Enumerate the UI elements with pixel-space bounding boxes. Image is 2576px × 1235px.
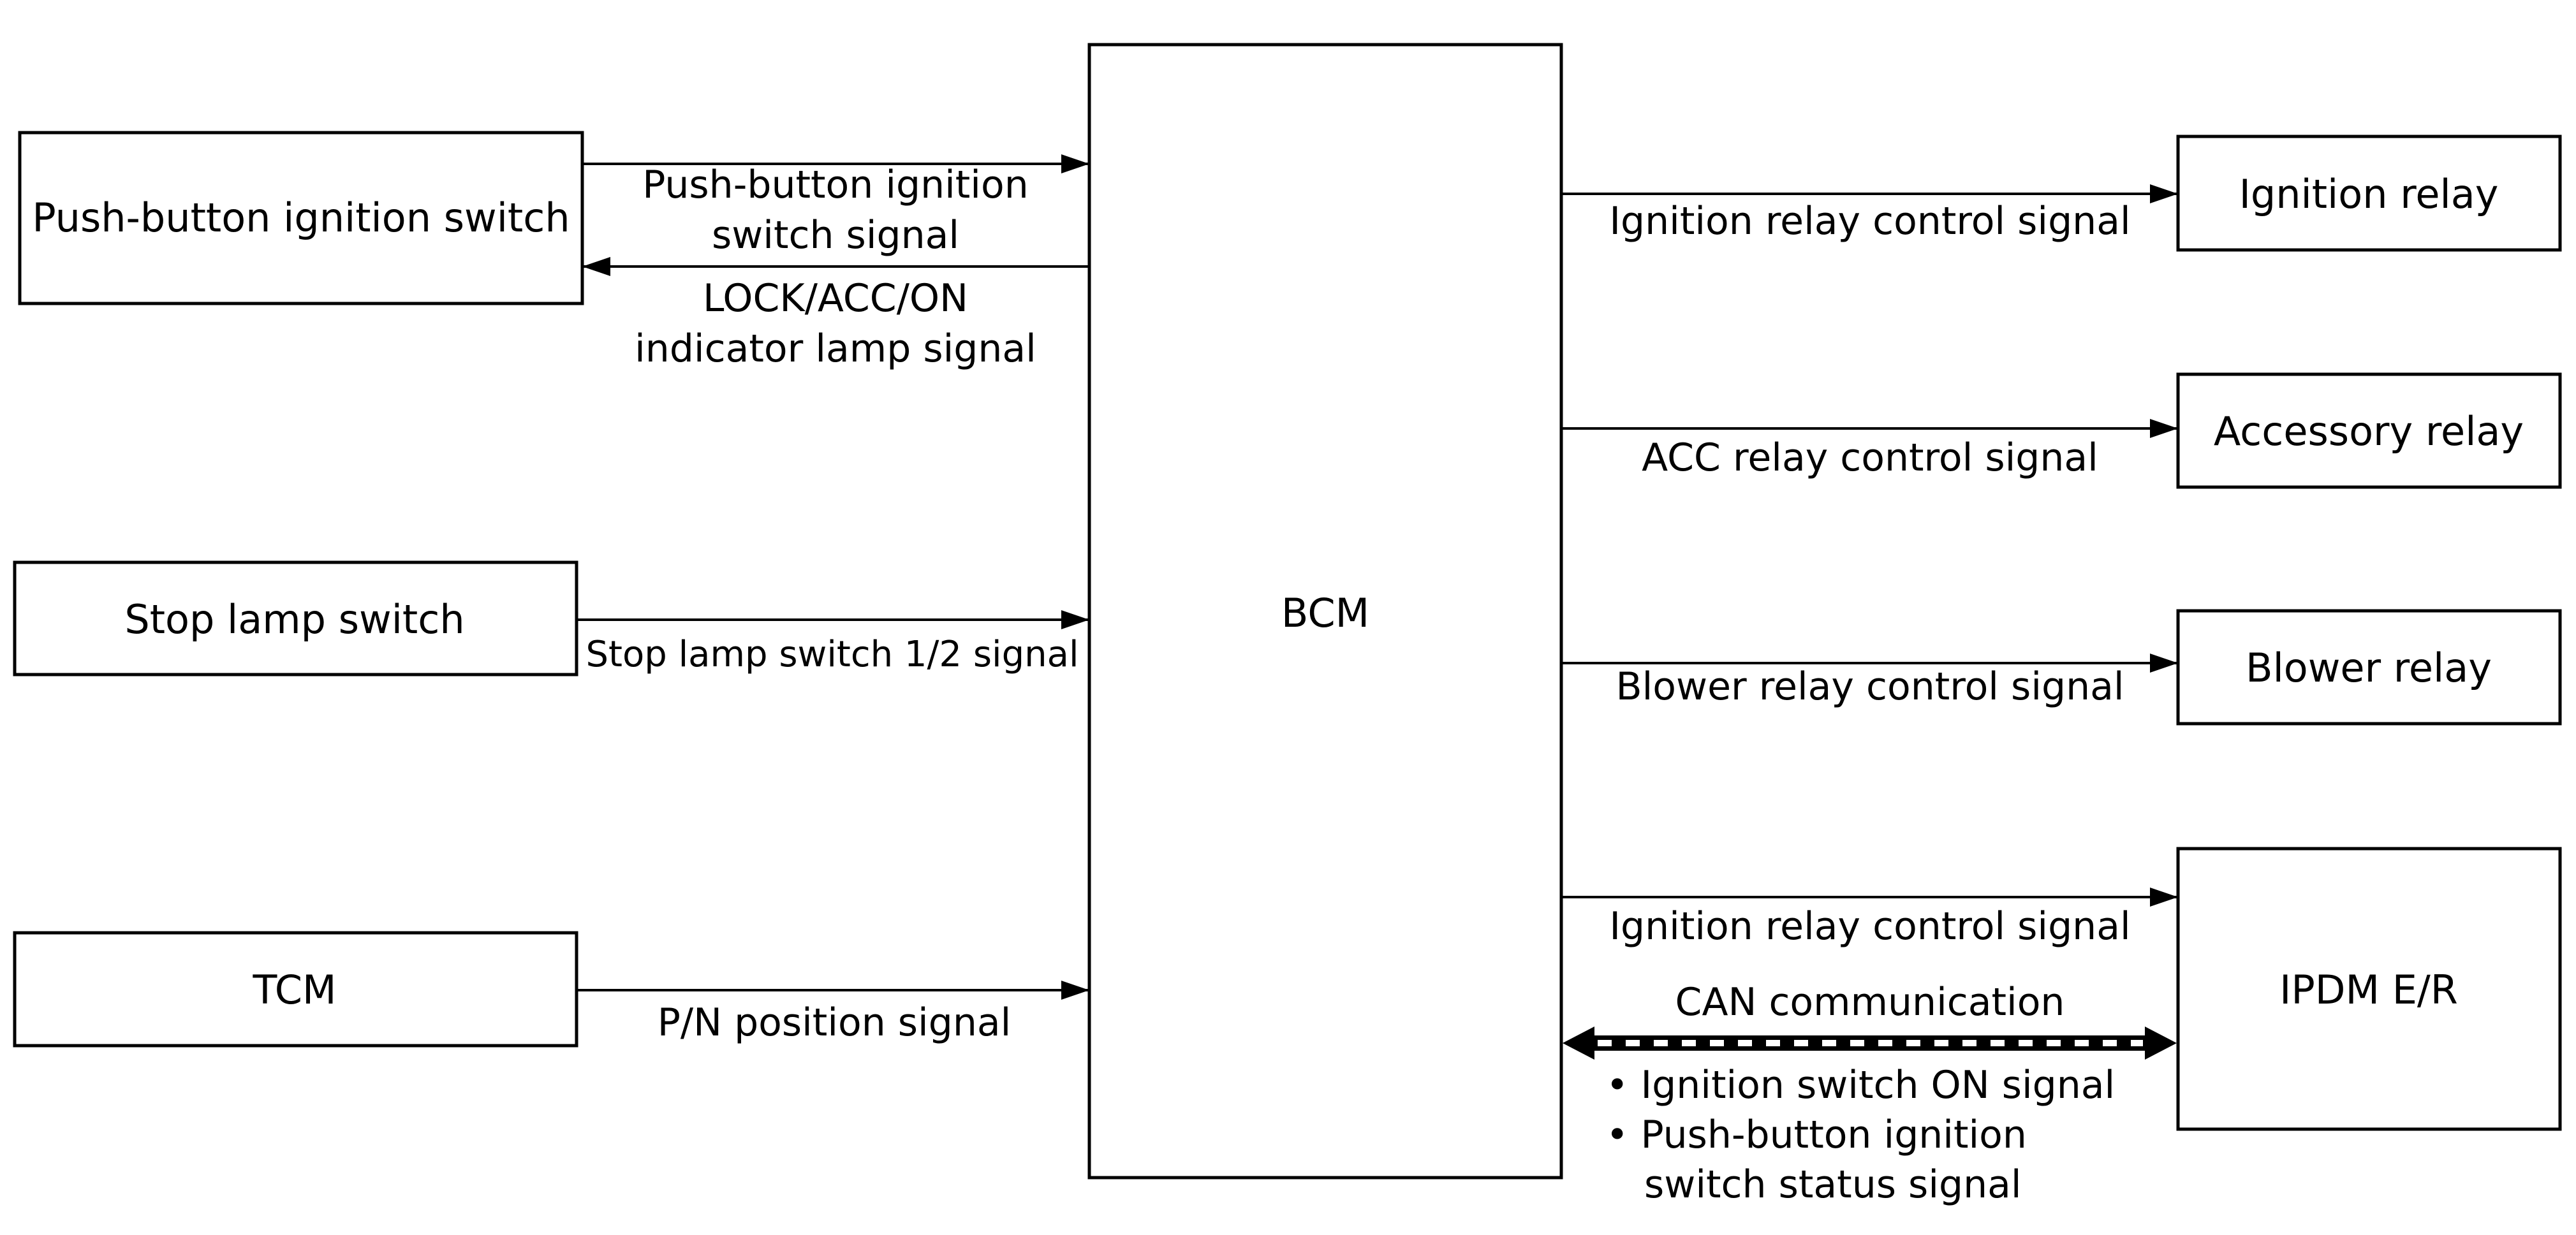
can-communication-label: CAN communication	[1675, 980, 2065, 1025]
indicator-lamp-signal-label-1: LOCK/ACC/ON	[703, 276, 968, 321]
indicator-lamp-signal-label-2: indicator lamp signal	[635, 326, 1036, 371]
push-button-signal-label-2: switch signal	[712, 213, 959, 258]
can-item-push-button-2: switch status signal	[1644, 1162, 2022, 1207]
accessory-relay-block: Accessory relay	[2176, 372, 2562, 489]
push-button-signal-label-1: Push-button ignition	[642, 163, 1028, 207]
bcm-label: BCM	[1281, 590, 1369, 636]
ignition-relay-control-label: Ignition relay control signal	[1609, 199, 2130, 244]
can-item-ignition-on: • Ignition switch ON signal	[1606, 1063, 2115, 1107]
ignition-relay-label: Ignition relay	[2239, 171, 2499, 217]
can-right-arrowhead	[2145, 1027, 2177, 1060]
accessory-relay-label: Accessory relay	[2214, 408, 2524, 455]
blower-relay-block: Blower relay	[2176, 609, 2562, 726]
can-item-push-button-1: • Push-button ignition	[1606, 1113, 2027, 1157]
ipdm-er-label: IPDM E/R	[2279, 967, 2458, 1013]
can-communication-line	[1563, 1027, 2177, 1060]
ignition-relay-control-ipdm-label: Ignition relay control signal	[1609, 904, 2130, 949]
blower-relay-label: Blower relay	[2246, 645, 2492, 691]
pn-position-signal-label: P/N position signal	[658, 1000, 1012, 1045]
tcm-block: TCM	[13, 931, 578, 1048]
push-button-ignition-switch-block: Push-button ignition switch	[18, 131, 584, 305]
can-left-arrowhead	[1563, 1027, 1594, 1060]
stop-lamp-signal-label: Stop lamp switch 1/2 signal	[585, 634, 1078, 675]
ignition-relay-block: Ignition relay	[2176, 135, 2562, 252]
acc-relay-control-label: ACC relay control signal	[1642, 435, 2098, 480]
stop-lamp-switch-block: Stop lamp switch	[13, 560, 578, 676]
blower-relay-control-label: Blower relay control signal	[1616, 664, 2124, 709]
bcm-block: BCM	[1087, 43, 1563, 1180]
ipdm-er-block: IPDM E/R	[2176, 847, 2562, 1131]
stop-lamp-switch-label: Stop lamp switch	[124, 596, 464, 643]
tcm-label: TCM	[252, 967, 336, 1013]
push-button-ignition-switch-label: Push-button ignition switch	[32, 194, 570, 241]
